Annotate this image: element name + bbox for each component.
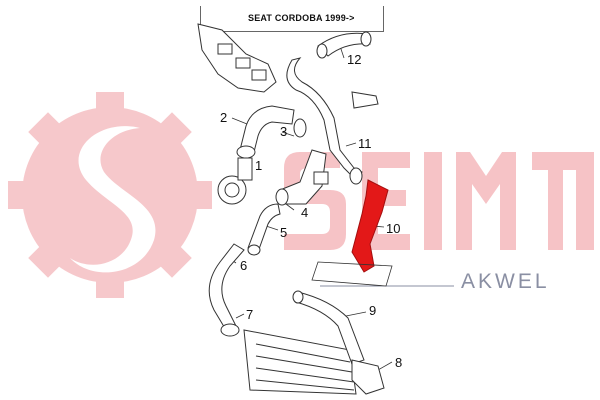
callout-5: 5 xyxy=(280,225,288,240)
callout-7: 7 xyxy=(246,307,254,322)
callout-11: 11 xyxy=(358,136,372,151)
part-12-hose xyxy=(316,31,372,59)
part-1-turbo xyxy=(217,157,253,205)
part-5-hose xyxy=(247,203,281,256)
part-11-pipe xyxy=(286,57,379,185)
part-10-highlighted-hose xyxy=(311,179,393,287)
part-6-hose xyxy=(208,243,245,331)
seim-gear-logo xyxy=(8,92,212,298)
part-8-outlet xyxy=(351,359,385,395)
callout-6: 6 xyxy=(240,258,248,273)
intercooler xyxy=(243,329,357,395)
part-2-hose xyxy=(236,105,295,159)
callout-12: 12 xyxy=(347,52,362,67)
callout-1: 1 xyxy=(255,158,263,173)
callout-9: 9 xyxy=(369,303,377,318)
part-7-clamp xyxy=(220,323,240,337)
callout-8: 8 xyxy=(395,355,403,370)
title-bracket xyxy=(200,6,384,32)
intake-manifold xyxy=(197,23,277,93)
callout-10: 10 xyxy=(386,221,401,236)
part-3-clamp xyxy=(293,118,307,138)
diagram-title: SEAT CORDOBA 1999-> xyxy=(248,13,355,23)
callout-2: 2 xyxy=(220,110,228,125)
callout-3: 3 xyxy=(280,124,288,139)
seim-wordmark xyxy=(284,152,594,250)
akwel-brand: AKWEL xyxy=(461,270,550,293)
callout-4: 4 xyxy=(301,205,309,220)
part-4-elbow xyxy=(275,149,329,206)
